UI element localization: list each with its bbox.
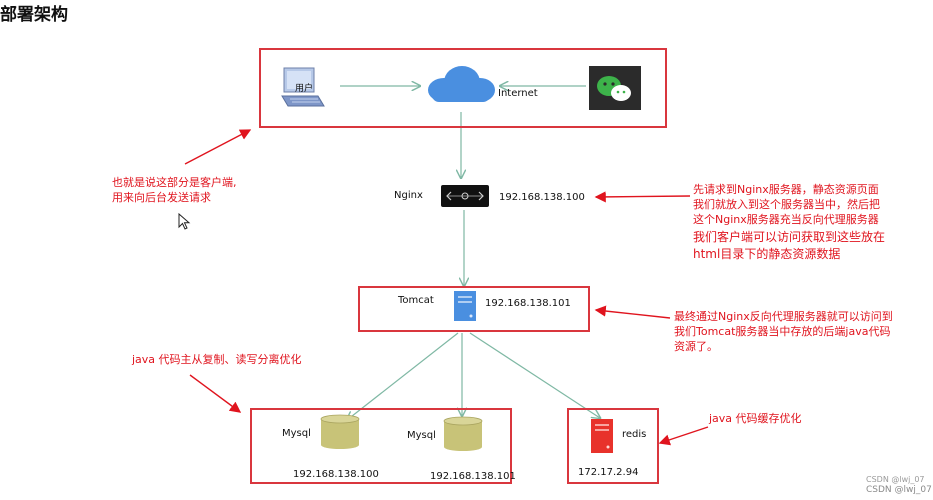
mysql1-ip: 192.168.138.100 [293, 469, 379, 480]
nginx-note: 先请求到Nginx服务器，静态资源页面 我们就放入到这个服务器当中，然后把 这个… [693, 182, 885, 263]
redis-note: java 代码缓存优化 [709, 412, 802, 425]
mysql-box [250, 408, 512, 484]
redis-box [567, 408, 659, 484]
database-icon [443, 416, 483, 451]
redis-server-icon [591, 419, 613, 453]
client-note-line: 也就是说这部分是客户端, [112, 176, 237, 189]
cloud-icon [428, 66, 495, 102]
arrow-nginx-note [594, 191, 691, 203]
client-note: 也就是说这部分是客户端, 用来向后台发送请求 [112, 175, 237, 205]
nginx-note-line: 我们就放入到这个服务器当中，然后把 [693, 198, 880, 211]
arrow-mysql-note [189, 374, 242, 413]
tomcat-note-line: 最终通过Nginx反向代理服务器就可以访问到 [674, 310, 893, 323]
watermark: CSDN @lwj_07 [866, 485, 932, 495]
server-icon [441, 185, 489, 207]
internet-label: Internet [498, 88, 538, 99]
nginx-note-line: 我们客户端可以访问获取到这些放在 [693, 230, 886, 244]
tomcat-note-line: 资源了。 [674, 340, 718, 353]
redis-ip: 172.17.2.94 [578, 467, 639, 478]
nginx-note-line: html目录下的静态资源数据 [693, 247, 841, 261]
client-note-line: 用来向后台发送请求 [112, 191, 211, 204]
mysql2-ip: 192.168.138.101 [430, 471, 516, 482]
mysql-note: java 代码主从复制、读写分离优化 [132, 353, 302, 366]
tomcat-ip: 192.168.138.101 [485, 298, 571, 309]
mysql1-label: Mysql [282, 428, 311, 439]
nginx-note-line: 这个Nginx服务器充当反向代理服务器 [693, 213, 879, 226]
arrow-client-note [184, 129, 252, 165]
connector-tomcat-mysql1 [347, 332, 459, 420]
database-icon [320, 414, 360, 449]
arrow-tomcat-note [594, 305, 671, 319]
nginx-note-line: 先请求到Nginx服务器，静态资源页面 [693, 183, 879, 196]
arrow-redis-note [658, 426, 709, 446]
page-title: 部署架构 [0, 5, 68, 25]
nginx-ip: 192.168.138.100 [499, 192, 585, 203]
user-label: 用户 [295, 84, 314, 94]
tomcat-box [358, 286, 590, 332]
connector-tomcat-redis [469, 332, 600, 418]
mysql2-label: Mysql [407, 430, 436, 441]
client-box [259, 48, 667, 128]
wechat-icon [589, 66, 641, 110]
computer-icon [281, 67, 325, 107]
tomcat-note-line: 我们Tomcat服务器当中存放的后端java代码 [674, 325, 891, 338]
tomcat-label: Tomcat [398, 295, 434, 306]
tomcat-note: 最终通过Nginx反向代理服务器就可以访问到 我们Tomcat服务器当中存放的后… [674, 309, 893, 354]
nginx-label: Nginx [394, 190, 423, 201]
cursor-icon [178, 213, 191, 230]
redis-label: redis [622, 429, 647, 440]
watermark: CSDN @lwj_07 [866, 475, 925, 484]
document-server-icon [454, 291, 476, 321]
